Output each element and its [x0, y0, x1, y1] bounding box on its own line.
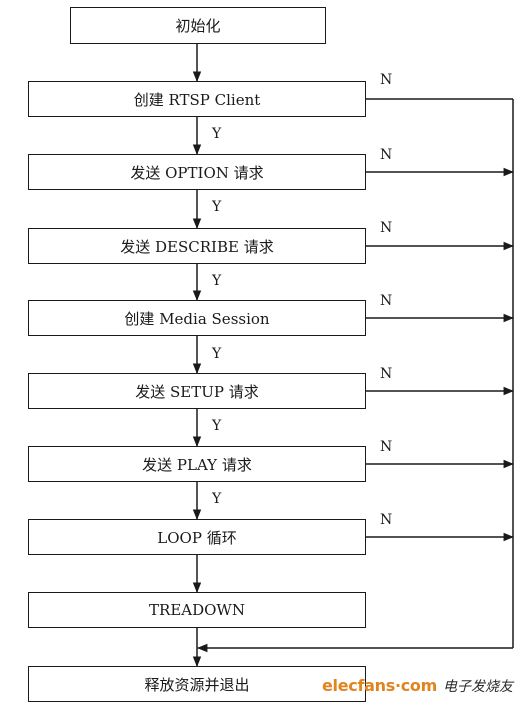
no-label: N	[380, 147, 393, 163]
step-send-describe-label: 发送 DESCRIBE 请求	[120, 237, 274, 256]
no-label: N	[380, 72, 393, 88]
yes-label: Y	[212, 346, 222, 362]
step-teardown: TREADOWN	[28, 592, 366, 628]
yes-label: Y	[212, 126, 222, 142]
watermark: elecfans·com 电子发烧友	[322, 676, 513, 696]
step-teardown-label: TREADOWN	[149, 601, 245, 619]
step-send-describe: 发送 DESCRIBE 请求	[28, 228, 366, 264]
step-create-media-session-label: 创建 Media Session	[124, 309, 270, 328]
yes-label: Y	[212, 273, 222, 289]
step-send-option-label: 发送 OPTION 请求	[130, 163, 264, 182]
no-label: N	[380, 512, 393, 528]
watermark-brand: elecfans·com	[322, 676, 437, 695]
step-release-and-exit-label: 释放资源并退出	[144, 675, 250, 694]
yes-label: Y	[212, 199, 222, 215]
step-send-setup-label: 发送 SETUP 请求	[135, 382, 259, 401]
step-loop-label: LOOP 循环	[157, 528, 237, 547]
step-send-option: 发送 OPTION 请求	[28, 154, 366, 190]
step-release-and-exit: 释放资源并退出	[28, 666, 366, 702]
no-label: N	[380, 366, 393, 382]
step-create-rtsp-client-label: 创建 RTSP Client	[133, 90, 261, 109]
step-create-media-session: 创建 Media Session	[28, 300, 366, 336]
yes-label: Y	[212, 418, 222, 434]
step-send-play: 发送 PLAY 请求	[28, 446, 366, 482]
no-label: N	[380, 439, 393, 455]
step-send-setup: 发送 SETUP 请求	[28, 373, 366, 409]
watermark-cn: 电子发烧友	[442, 679, 513, 695]
step-initialize: 初始化	[70, 7, 326, 44]
step-initialize-label: 初始化	[175, 17, 221, 35]
no-label: N	[380, 293, 393, 309]
no-label: N	[380, 220, 393, 236]
step-loop: LOOP 循环	[28, 519, 366, 555]
yes-label: Y	[212, 491, 222, 507]
step-create-rtsp-client: 创建 RTSP Client	[28, 81, 366, 117]
step-send-play-label: 发送 PLAY 请求	[142, 455, 252, 474]
